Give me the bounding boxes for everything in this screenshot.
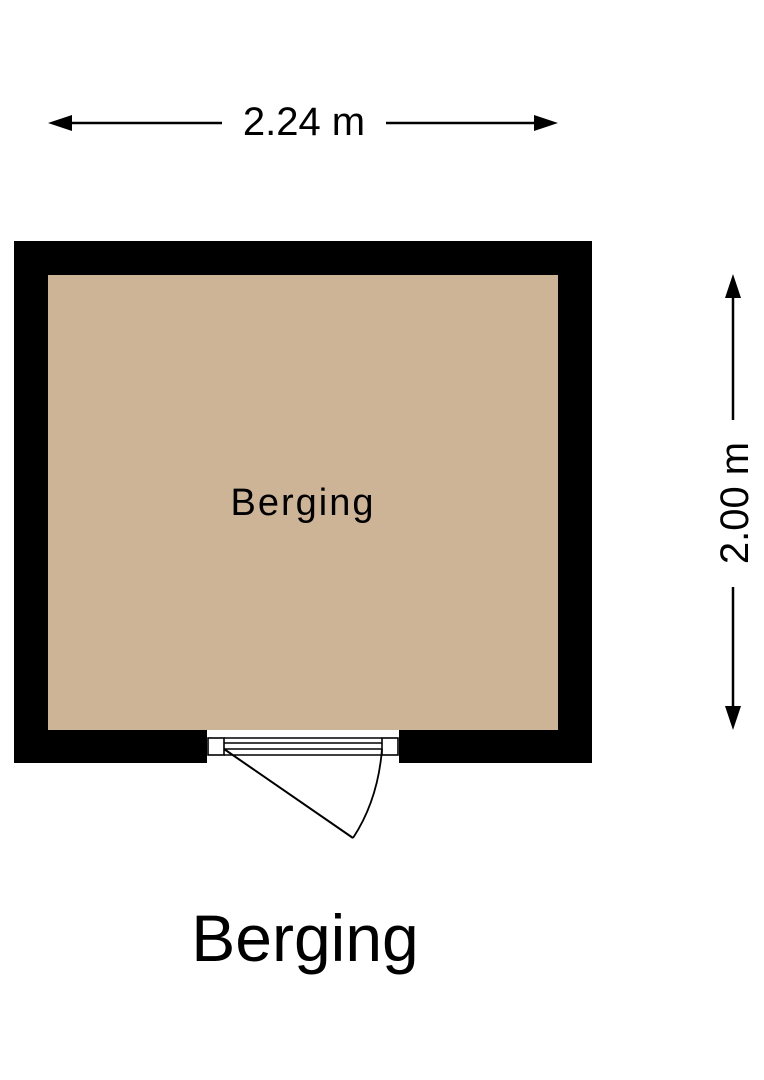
arrow-down-icon bbox=[725, 706, 741, 730]
room-label-berging: Berging bbox=[230, 482, 376, 524]
room-walls bbox=[14, 241, 592, 764]
arrow-up-icon bbox=[725, 274, 741, 298]
width-dimension-label: 2.24 m bbox=[242, 100, 366, 144]
arrow-right-icon bbox=[534, 115, 558, 131]
height-dimension-label: 2.00 m bbox=[713, 441, 757, 565]
room-floor bbox=[48, 275, 558, 730]
width-dimension-line bbox=[48, 115, 558, 131]
floorplan-title: Berging bbox=[191, 901, 419, 975]
door-swing bbox=[207, 737, 399, 839]
arrow-left-icon bbox=[48, 115, 72, 131]
height-dimension-line bbox=[725, 274, 741, 730]
